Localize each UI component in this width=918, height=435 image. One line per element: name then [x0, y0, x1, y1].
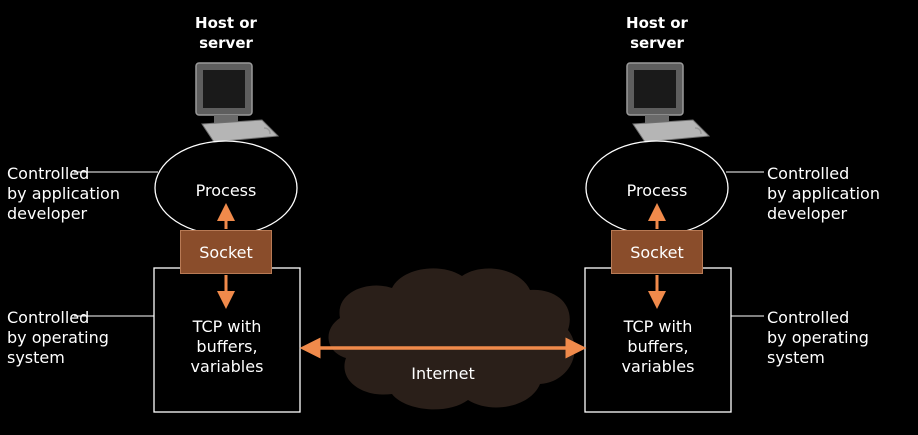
left-tcp-label: TCP with buffers, variables — [190, 317, 264, 376]
left-process-label: Process — [195, 181, 257, 200]
right-app-control-label: Controlled by application developer — [767, 164, 880, 223]
left-host-title: Host or server — [195, 14, 257, 52]
computer-icon — [195, 62, 280, 143]
right-os-control-label: Controlled by operating system — [767, 308, 869, 367]
right-process-label: Process — [626, 181, 688, 200]
left-socket-label: Socket — [199, 242, 253, 262]
left-app-control-label: Controlled by application developer — [7, 164, 120, 223]
left-socket: Socket — [180, 230, 272, 274]
internet-cloud — [328, 268, 575, 410]
right-host-title: Host or server — [626, 14, 688, 52]
right-socket-label: Socket — [630, 242, 684, 262]
right-tcp-label: TCP with buffers, variables — [621, 317, 695, 376]
internet-label: Internet — [411, 364, 475, 383]
right-socket: Socket — [611, 230, 703, 274]
computer-icon — [626, 62, 711, 143]
left-os-control-label: Controlled by operating system — [7, 308, 109, 367]
